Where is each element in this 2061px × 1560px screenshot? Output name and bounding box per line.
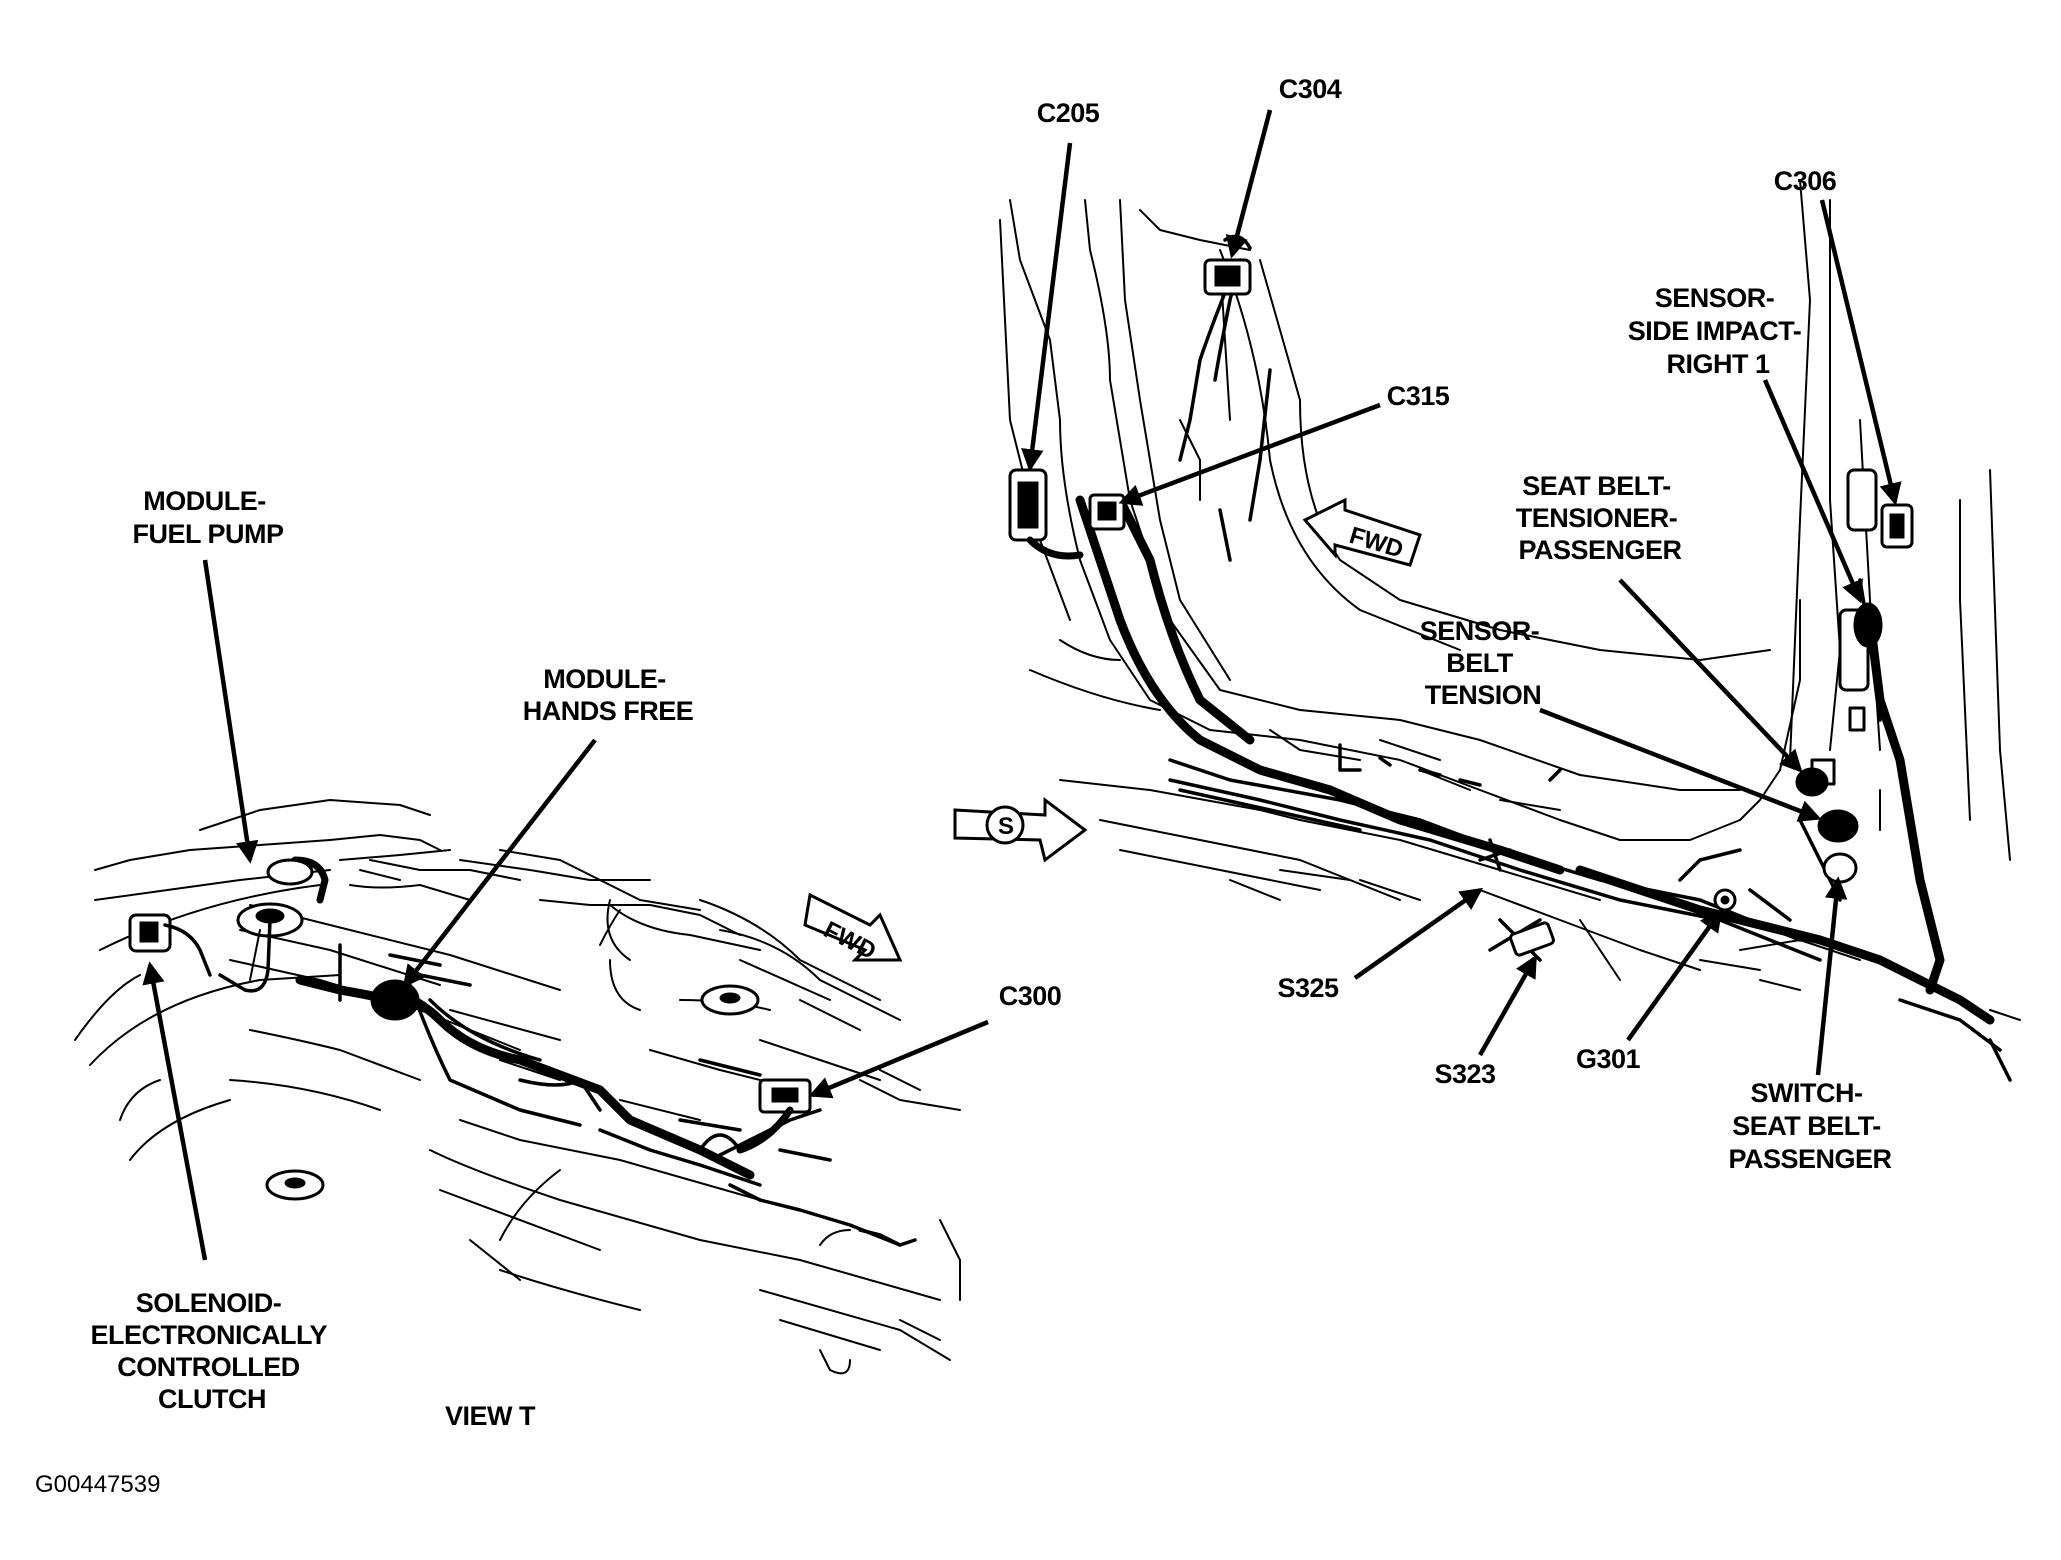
label-seat-belt-tensioner: SEAT BELT- TENSIONER- PASSENGER <box>1516 471 1685 565</box>
label-c300: C300 <box>999 981 1062 1011</box>
label-c306: C306 <box>1774 166 1837 196</box>
solenoid-connector <box>128 913 212 977</box>
label-g301: G301 <box>1576 1044 1641 1074</box>
fuel-pump-module <box>218 856 329 993</box>
s-direction-marker: S <box>953 797 1088 863</box>
label-sensor-belt-tension: SENSOR- BELT TENSION <box>1420 616 1547 710</box>
label-s325: S325 <box>1277 973 1339 1003</box>
hands-free-module <box>370 979 420 1021</box>
splice-s323 <box>1488 918 1555 962</box>
view-t-drawing: FWD <box>74 799 961 1375</box>
label-module-fuel-pump: MODULE- FUEL PUMP <box>132 486 284 549</box>
splice-s325 <box>1478 838 1512 872</box>
figure-code: G00447539 <box>35 1471 160 1498</box>
c304-connector <box>1203 234 1252 296</box>
fwd-arrow-left: FWD <box>803 892 903 965</box>
label-c304: C304 <box>1279 74 1342 104</box>
label-module-hands-free: MODULE- HANDS FREE <box>523 664 694 726</box>
harness-view-t <box>295 975 755 1180</box>
label-c315: C315 <box>1387 381 1450 411</box>
belt-tension-sensor <box>1817 809 1859 884</box>
harness-body-side <box>1075 495 1995 1025</box>
leader-lines <box>142 109 1902 1261</box>
label-view-t: VIEW T <box>445 1401 536 1431</box>
c306-connector <box>1880 503 1914 549</box>
labels: MODULE- FUEL PUMP MODULE- HANDS FREE SOL… <box>35 74 1892 1498</box>
label-c205: C205 <box>1037 98 1100 128</box>
seat-belt-tensioner <box>1795 767 1829 797</box>
fwd-arrow-right: FWD <box>1302 497 1422 567</box>
ground-g301 <box>1713 888 1737 912</box>
side-impact-sensor <box>1853 602 1883 648</box>
label-solenoid-clutch: SOLENOID- ELECTRONICALLY CONTROLLED CLUT… <box>90 1288 333 1414</box>
label-switch-seat-belt: SWITCH- SEAT BELT- PASSENGER <box>1728 1078 1891 1174</box>
label-s323: S323 <box>1434 1059 1496 1089</box>
s-marker-label: S <box>998 813 1014 840</box>
label-sensor-side-impact: SENSOR- SIDE IMPACT- RIGHT 1 <box>1628 283 1809 379</box>
floor-plug <box>265 984 760 1201</box>
c205-connector <box>1008 468 1084 560</box>
c315-connector <box>1088 493 1126 531</box>
